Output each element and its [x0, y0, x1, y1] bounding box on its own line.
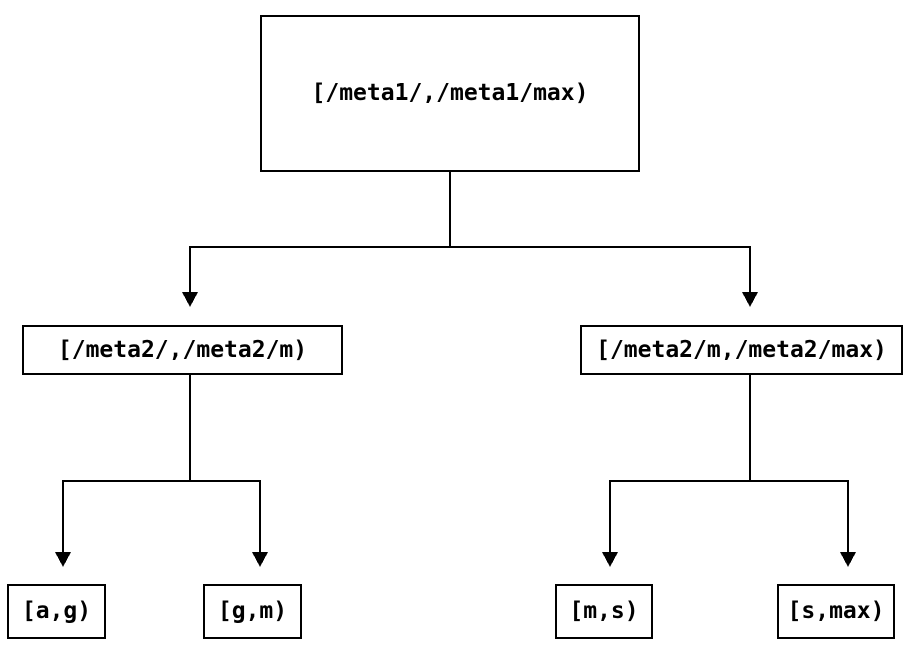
node-label: [a,g)	[21, 598, 92, 624]
node-leaf-ag: [a,g)	[7, 584, 106, 639]
arrowhead-down-icon	[840, 552, 856, 567]
node-right-child: [/meta2/m,/meta2/max)	[580, 325, 903, 375]
edge-left-node-to-leaves	[55, 375, 268, 567]
node-label: [/meta2/m,/meta2/max)	[596, 336, 887, 363]
node-left-child: [/meta2/,/meta2/m)	[22, 325, 343, 375]
arrowhead-down-icon	[182, 292, 198, 307]
arrowhead-down-icon	[602, 552, 618, 567]
node-root: [/meta1/,/meta1/max)	[260, 15, 640, 172]
edge-right-node-to-leaves	[602, 375, 856, 567]
node-leaf-gm: [g,m)	[203, 584, 302, 639]
arrowhead-down-icon	[742, 292, 758, 307]
node-label: [s,max)	[787, 598, 885, 624]
node-leaf-ms: [m,s)	[555, 584, 653, 639]
node-leaf-smax: [s,max)	[777, 584, 895, 639]
arrowhead-down-icon	[55, 552, 71, 567]
arrowhead-down-icon	[252, 552, 268, 567]
edge-root-to-children	[182, 172, 758, 307]
node-label: [g,m)	[217, 598, 288, 624]
node-label: [/meta1/,/meta1/max)	[311, 80, 589, 106]
node-label: [m,s)	[569, 598, 639, 624]
node-label: [/meta2/,/meta2/m)	[57, 336, 308, 363]
